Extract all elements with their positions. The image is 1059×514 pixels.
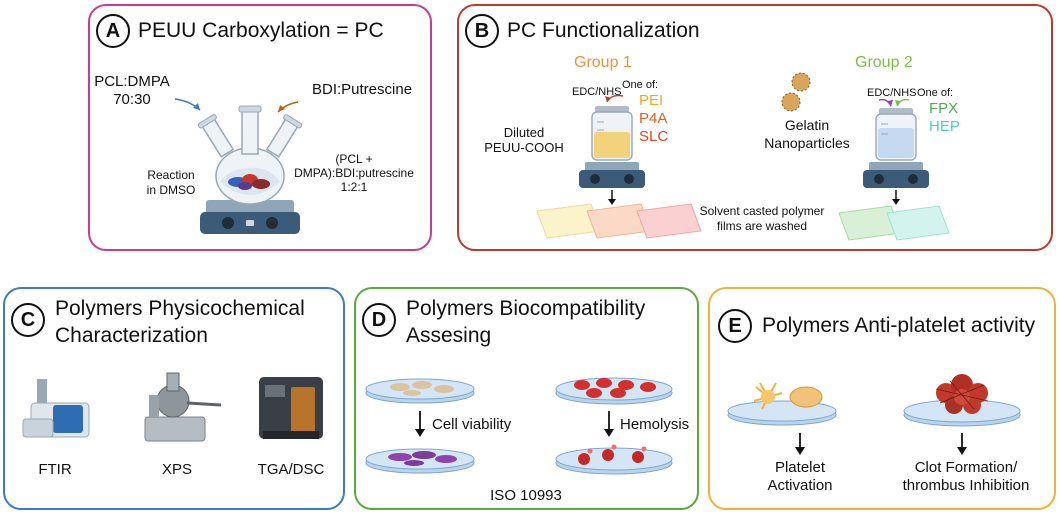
gelatin-nanoparticles-icon — [781, 72, 811, 112]
panel-c-badge: C — [11, 303, 45, 337]
hemolysis-label: Hemolysis — [620, 416, 690, 433]
edc-nhs-label-1: EDC/NHS — [572, 86, 622, 98]
panel-e-title: Polymers Anti-platelet activity — [762, 314, 1036, 337]
biocompatibility-plates — [365, 377, 673, 475]
bdi-putrescine-label: BDI:Putrescine — [312, 81, 413, 98]
reagent-fpx: FPX — [929, 100, 959, 117]
tga-dsc-label: TGA/DSC — [257, 461, 325, 478]
panel-a-title: PEUU Carboxylation = PC — [138, 19, 384, 42]
ftir-instrument-icon — [22, 379, 90, 438]
panel-d-badge: D — [362, 303, 396, 337]
polymer-films — [536, 190, 950, 241]
xps-instrument-icon — [144, 372, 222, 442]
clot-formation-label: Clot Formation/thrombus Inhibition — [902, 459, 1030, 494]
group-1-beaker-icon — [579, 94, 645, 188]
panel-b-badge: B — [465, 14, 499, 48]
panel-e-badge: E — [718, 309, 752, 343]
anti-platelet-plates — [727, 374, 1021, 455]
group-2-label: Group 2 — [855, 54, 913, 71]
panel-a-badge: A — [96, 14, 130, 48]
group-2-beaker-icon — [863, 98, 929, 188]
three-neck-flask-icon — [197, 105, 303, 234]
edc-nhs-label-2: EDC/NHS — [867, 87, 917, 99]
panel-b-title: PC Functionalization — [507, 19, 700, 42]
tga-dsc-instrument-icon — [259, 377, 323, 439]
reagent-hep: HEP — [929, 118, 960, 135]
cell-viability-label: Cell viability — [432, 416, 512, 433]
ftir-label: FTIR — [38, 461, 72, 478]
iso-label: ISO 10993 — [490, 487, 562, 504]
one-of-label-2: One of: — [917, 87, 954, 99]
group-1-label: Group 1 — [574, 54, 632, 71]
reagent-pei: PEI — [639, 92, 664, 109]
reagent-p4a: P4A — [639, 110, 668, 127]
xps-label: XPS — [161, 461, 192, 478]
one-of-label-1: One of: — [622, 79, 659, 91]
flask-arrows — [174, 98, 299, 113]
panel-e: E Polymers Anti-platelet activity Platel… — [708, 287, 1056, 510]
panel-b: B PC Functionalization Group 1 Group 2 E… — [457, 4, 1053, 251]
reagent-slc: SLC — [639, 128, 669, 145]
